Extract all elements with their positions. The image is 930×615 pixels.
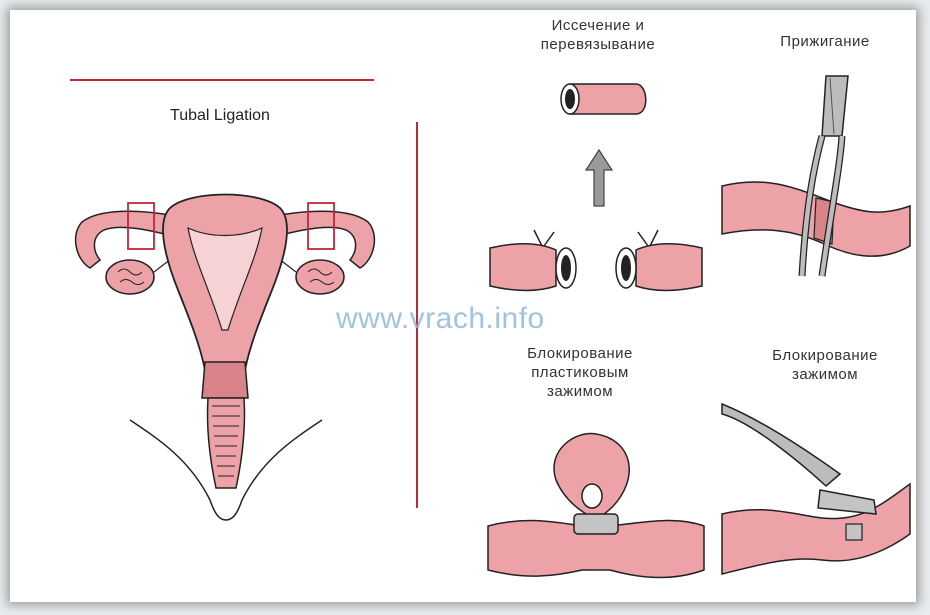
method-label-cauterization: Прижигание: [750, 32, 900, 51]
clamp-illustration: [722, 414, 912, 594]
tied-tube-ends-illustration: [486, 220, 706, 300]
method-label-clamp: Блокирование зажимом: [750, 346, 900, 384]
diagram-title: Tubal Ligation: [120, 106, 320, 125]
uterus-illustration: [60, 180, 390, 520]
diagram-card: Tubal Ligation Иссечение и перевязывание: [10, 10, 916, 602]
cauterization-illustration: [722, 66, 912, 286]
arrow-up-icon: [584, 148, 614, 208]
title-rule: [70, 79, 374, 81]
plastic-clip-illustration: [486, 430, 706, 600]
method-label-plastic-clip: Блокирование пластиковым зажимом: [490, 344, 670, 401]
method-label-cut-and-tie: Иссечение и перевязывание: [508, 16, 688, 54]
tube-segment-illustration: [556, 74, 656, 124]
watermark: www.vrach.info: [336, 302, 545, 336]
